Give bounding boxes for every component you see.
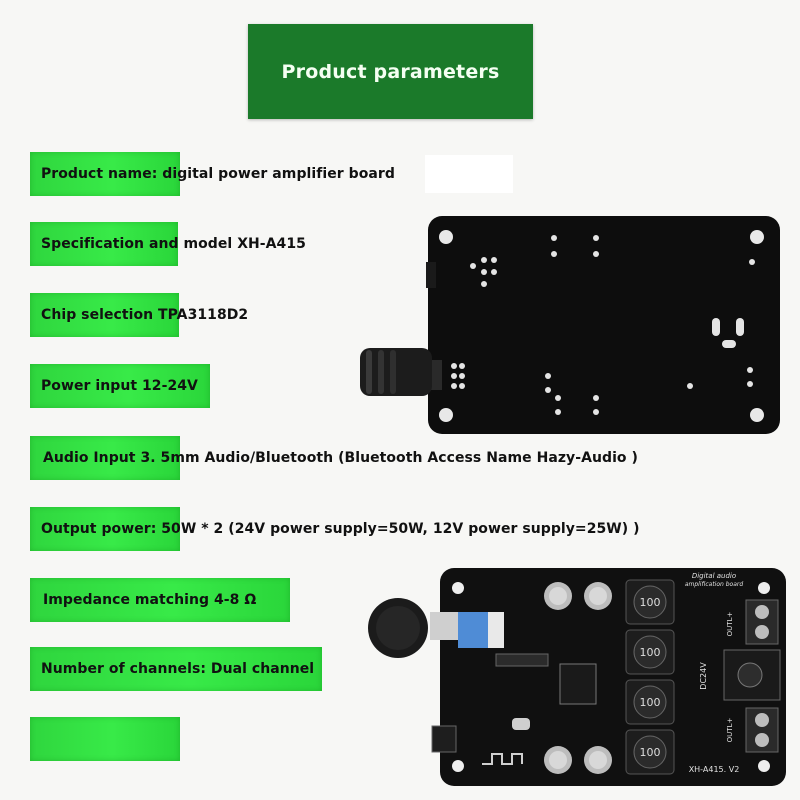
terminal-screw-1 (755, 605, 769, 619)
param-bar-7 (30, 578, 290, 622)
board-front-mounting-holes (452, 582, 770, 772)
terminal-screw-3 (755, 713, 769, 727)
board-back-slot-2 (736, 318, 744, 336)
param-bar-3 (30, 293, 179, 337)
inductor-mark-1: 100 (640, 596, 661, 609)
board-front-pcb (440, 568, 786, 786)
param-audio-input: Audio Input 3. 5mm Audio/Bluetooth (Blue… (43, 450, 638, 466)
board-back-mounting-holes (439, 230, 764, 422)
board-front-dc-jack-hole (737, 662, 763, 688)
param-chip: Chip selection TPA3118D2 (41, 307, 249, 323)
board-front-inductors (625, 579, 675, 775)
terminal-screw-2 (755, 625, 769, 639)
board-front-crystal (512, 718, 530, 730)
param-power-input: Power input 12-24V (41, 378, 198, 394)
board-front-knob-cap (376, 606, 420, 650)
board-out-right-label: OUTL+ (726, 718, 734, 743)
board-back-slot-1 (712, 318, 720, 336)
board-front-header-pins (495, 653, 549, 667)
board-silk-title: Digital audio (692, 572, 736, 580)
board-front-knob-shaft (430, 612, 460, 640)
param-output-power: Output power: 50W * 2 (24V power supply=… (41, 521, 640, 537)
white-patch (425, 155, 513, 193)
board-back-knob-ridge-3 (390, 350, 396, 394)
board-back-solder-pads (451, 235, 755, 415)
inductor-mark-3: 100 (640, 696, 661, 709)
inductor-mark-2: 100 (640, 646, 661, 659)
product-parameters-header: Product parameters (248, 24, 533, 119)
param-bar-9 (30, 717, 180, 761)
board-front-antenna (482, 753, 523, 765)
terminal-screw-4 (755, 733, 769, 747)
board-back-knob-shaft (430, 360, 442, 390)
param-bar-4 (30, 364, 210, 408)
board-front-chip (559, 663, 597, 705)
board-back-slot-3 (722, 340, 736, 348)
board-front-capacitors (544, 582, 612, 774)
param-bar-1 (30, 152, 180, 196)
board-back-jack (426, 262, 436, 288)
header-title: Product parameters (281, 60, 500, 83)
inductor-mark-4: 100 (640, 746, 661, 759)
param-bar-2 (30, 222, 178, 266)
param-model: Specification and model XH-A415 (41, 236, 306, 252)
param-product-name: Product name: digital power amplifier bo… (41, 166, 395, 182)
board-model-label: XH-A415. V2 (689, 765, 740, 774)
board-front-potentiometer-side (488, 612, 504, 648)
param-bar-5 (30, 436, 180, 480)
param-bar-6 (30, 507, 180, 551)
board-back-knob-ridge (366, 350, 372, 394)
board-silk-subtitle: amplification board (685, 581, 744, 588)
board-front-dc-jack (723, 649, 781, 701)
board-out-left-label: OUTL+ (726, 612, 734, 637)
param-impedance: Impedance matching 4-8 Ω (43, 592, 257, 608)
board-front-audio-jack (431, 725, 457, 753)
board-back-knob-ridge-2 (378, 350, 384, 394)
param-channels: Number of channels: Dual channel (41, 661, 315, 677)
board-dc-label: DC24V (699, 662, 708, 690)
board-back-pcb (428, 216, 780, 434)
param-bar-8 (30, 647, 322, 691)
